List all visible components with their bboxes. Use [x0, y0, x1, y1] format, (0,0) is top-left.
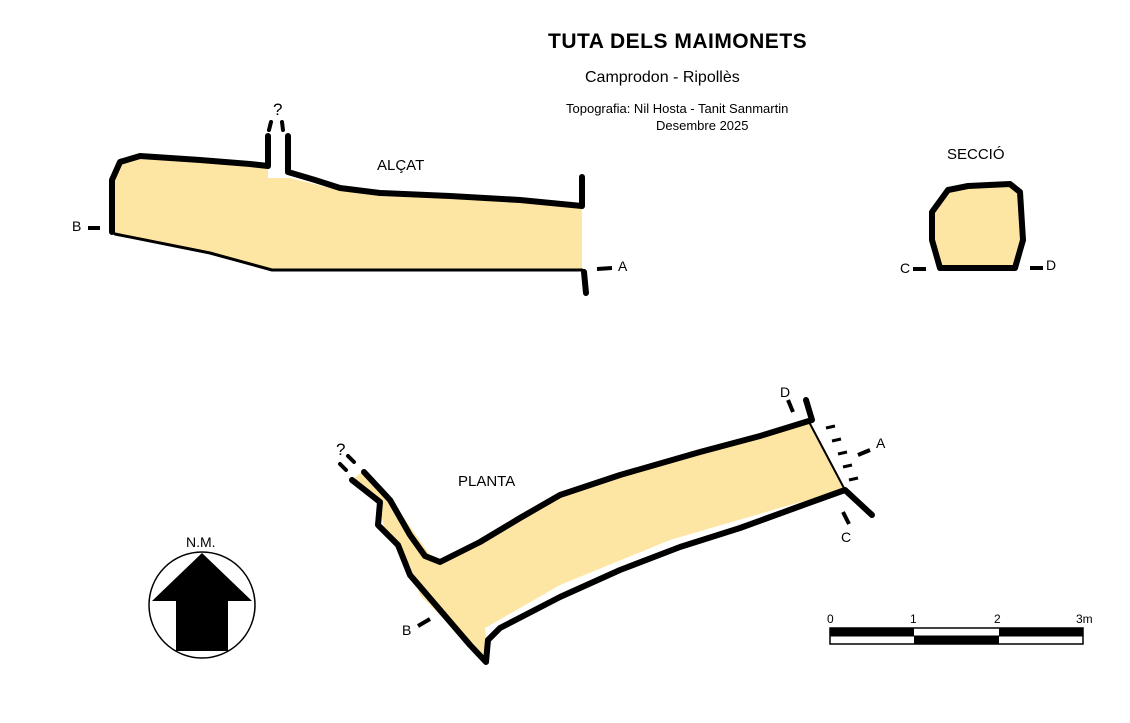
elevation-marker-b: B: [72, 218, 82, 234]
elevation-wall-upper: [109, 133, 585, 235]
plan-hatch-2: [831, 437, 842, 443]
elevation-view: [88, 120, 613, 296]
elevation-unknown-dash-right: [280, 120, 285, 132]
plan-cave-fill: [352, 420, 845, 660]
plan-wall-north: [361, 397, 815, 565]
plan-hatch-1: [825, 424, 836, 430]
plan-wall-south: [349, 477, 875, 665]
plan-marker-b: B: [402, 622, 412, 638]
elevation-unknown-dash-left: [267, 120, 273, 132]
plan-label: PLANTA: [458, 473, 516, 490]
elevation-cave-fill: [112, 158, 582, 270]
plan-wall-west-end: [807, 419, 846, 491]
plan-marker-c: C: [841, 529, 852, 545]
plan-marker-a: A: [876, 435, 886, 451]
plan-marker-c-tick: [841, 511, 851, 525]
section-label: SECCIÓ: [947, 146, 1005, 163]
elevation-marker-a: A: [618, 258, 628, 274]
section-cave-fill: [929, 181, 1026, 271]
plan-view: [338, 397, 875, 665]
survey-date: Desembre 2025: [656, 118, 749, 133]
elevation-unknown-label: ?: [273, 100, 283, 119]
scale-tick-0: 0: [827, 612, 834, 626]
scale-bar-seg-3-top: [999, 628, 1083, 636]
elevation-marker-a-tick: [596, 266, 613, 271]
plan-marker-b-tick: [416, 617, 432, 628]
scale-bar-seg-1-top: [830, 628, 914, 636]
plan-marker-d: D: [780, 384, 791, 400]
section-marker-c: C: [900, 260, 911, 276]
scale-tick-1: 1: [910, 612, 917, 626]
scale-tick-2: 2: [994, 612, 1001, 626]
survey-location: Camprodon - Ripollès: [585, 69, 740, 86]
elevation-wall-lower: [113, 232, 584, 272]
north-arrow-icon: [148, 551, 256, 659]
north-arrow-label: N.M.: [186, 534, 216, 550]
plan-marker-d-tick: [786, 399, 795, 413]
scale-bar: [829, 627, 1084, 645]
plan-hatch-5: [848, 476, 859, 482]
survey-credits: Topografia: Nil Hosta - Tanit Sanmartin: [566, 101, 789, 116]
plan-hatch-3: [837, 450, 848, 456]
plan-marker-a-tick: [857, 448, 871, 457]
elevation-label: ALÇAT: [377, 157, 425, 174]
plan-unknown-dash-2: [346, 454, 356, 464]
section-view: [913, 181, 1043, 271]
plan-unknown-dash-1: [338, 462, 348, 472]
north-arrow-shape: [152, 553, 252, 651]
survey-title: TUTA DELS MAIMONETS: [548, 30, 808, 53]
plan-hatch-4: [842, 463, 853, 469]
scale-bar-seg-2-bottom: [914, 636, 999, 644]
elevation-wall-stub: [581, 269, 589, 296]
section-marker-d: D: [1046, 257, 1057, 273]
plan-unknown-label: ?: [336, 440, 346, 459]
scale-tick-3: 3m: [1076, 612, 1093, 626]
